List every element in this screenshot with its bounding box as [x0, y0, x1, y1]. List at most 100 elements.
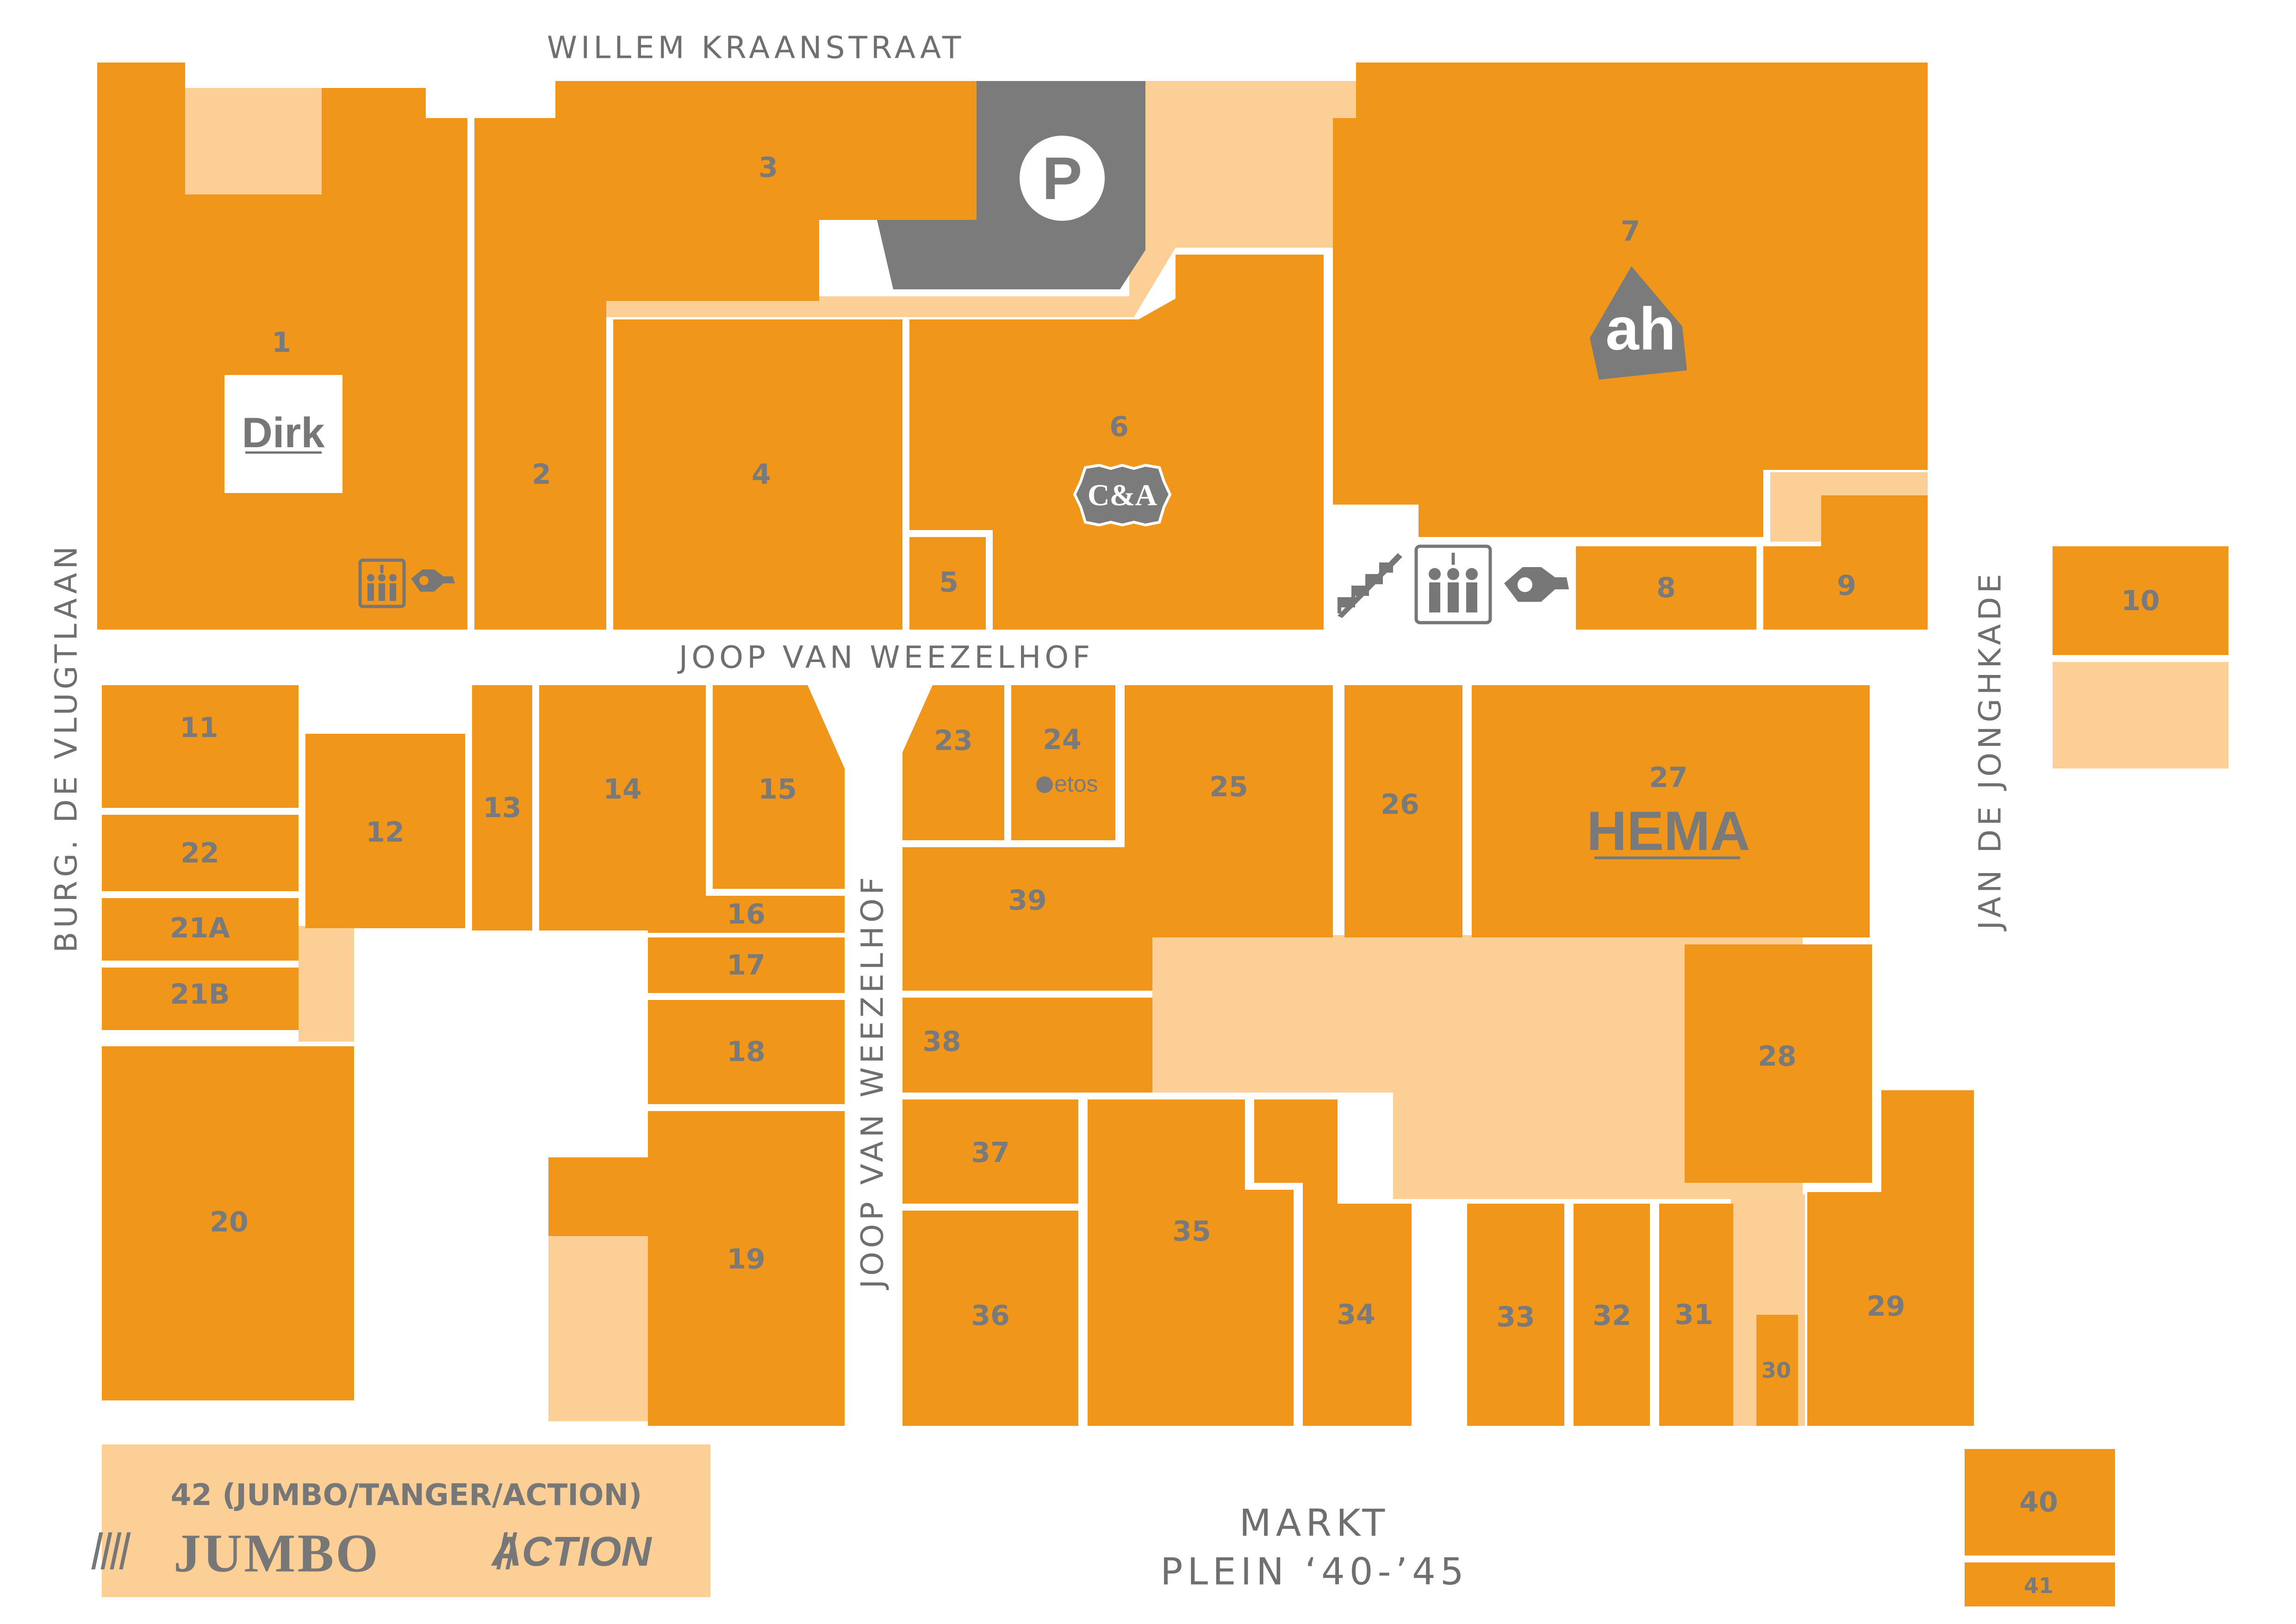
zone-42 — [102, 1444, 710, 1597]
unit-21a[interactable] — [102, 898, 299, 961]
unit-number-28: 28 — [1758, 1040, 1797, 1073]
unit-number-9: 9 — [1837, 569, 1856, 602]
unit-41[interactable] — [1965, 1562, 2115, 1606]
unit-16[interactable] — [648, 896, 845, 933]
dirk-logo: Dirk — [224, 375, 342, 493]
unit-21b[interactable] — [102, 968, 299, 1030]
etos-logo: etos — [1036, 771, 1098, 797]
unit-number-30: 30 — [1761, 1358, 1791, 1383]
unit-number-6: 6 — [1109, 411, 1129, 443]
unit-29[interactable] — [1807, 1090, 1974, 1426]
ah-text: ah — [1605, 295, 1676, 362]
unit-15[interactable] — [713, 685, 845, 889]
hema-text: HEMA — [1587, 800, 1750, 862]
unit-32[interactable] — [1574, 1204, 1650, 1426]
unit-34[interactable] — [1254, 1099, 1412, 1426]
unit-number-15: 15 — [758, 773, 797, 806]
unit-number-36: 36 — [971, 1299, 1010, 1332]
street-joop-van-weezelhof-vertical: JOOP VAN WEEZELHOF — [855, 874, 890, 1290]
unit-number-18: 18 — [727, 1036, 765, 1068]
unit-10[interactable] — [2053, 546, 2228, 655]
zone-42-labels: 42 (JUMBO/TANGER/ACTION) JUMBO ACTION — [91, 1478, 652, 1584]
unit-17[interactable] — [648, 937, 845, 993]
unit-39[interactable] — [902, 847, 1152, 991]
unit-number-21b: 21B — [170, 978, 230, 1011]
unit-40[interactable] — [1965, 1449, 2115, 1555]
unit-26[interactable] — [1344, 685, 1462, 937]
unit-number-5: 5 — [939, 566, 958, 599]
jumbo-logo: JUMBO — [174, 1523, 380, 1584]
unit-5[interactable] — [909, 537, 986, 630]
unit-number-13: 13 — [483, 792, 522, 824]
unit-3[interactable] — [555, 81, 977, 301]
unit-33[interactable] — [1467, 1204, 1564, 1426]
unit-31[interactable] — [1659, 1204, 1733, 1426]
hema-logo: HEMA — [1587, 800, 1750, 862]
unit-23[interactable] — [902, 685, 1004, 840]
unit-number-12: 12 — [366, 816, 404, 849]
unit-27[interactable] — [1472, 685, 1870, 937]
unit-9[interactable] — [1763, 495, 1928, 630]
walkway-unit-10 — [2053, 662, 2228, 768]
unit-22[interactable] — [102, 815, 299, 891]
unit-1[interactable] — [97, 62, 467, 630]
walkway-west — [299, 926, 354, 1042]
unit-30[interactable] — [1756, 1315, 1798, 1426]
parking-label: P — [1042, 144, 1083, 212]
unit-number-29: 29 — [1867, 1290, 1905, 1323]
market-line-2: PLEIN ‘40-’45 — [1160, 1550, 1468, 1593]
escalator-icon-main — [1504, 567, 1569, 602]
action-logo: ACTION — [91, 1529, 652, 1575]
street-willem-kraanstraat: WILLEM KRAANSTRAAT — [547, 30, 965, 66]
unit-number-11: 11 — [180, 712, 218, 744]
unit-35[interactable] — [1088, 1099, 1294, 1426]
street-joop-van-weezelhof: JOOP VAN WEEZELHOF — [677, 640, 1094, 675]
unit-number-14: 14 — [603, 773, 642, 806]
escalator-icon — [411, 569, 455, 592]
unit-38[interactable] — [902, 998, 1152, 1093]
unit-number-32: 32 — [1593, 1299, 1631, 1332]
walkway-central-square — [1152, 926, 1805, 1426]
unit-8[interactable] — [1576, 546, 1756, 630]
unit-number-19: 19 — [727, 1243, 765, 1275]
unit-28[interactable] — [1685, 944, 1872, 1183]
unit-number-31: 31 — [1674, 1299, 1713, 1331]
unit-number-34: 34 — [1337, 1299, 1375, 1331]
unit-number-27: 27 — [1649, 762, 1688, 794]
unit-18[interactable] — [648, 1000, 845, 1104]
parking-area — [877, 81, 1145, 289]
unit-number-37: 37 — [971, 1137, 1010, 1169]
unit-number-3: 3 — [759, 151, 778, 184]
unit-11[interactable] — [102, 685, 299, 808]
unit-number-4: 4 — [752, 458, 771, 491]
unit-13[interactable] — [472, 685, 532, 931]
unit-20[interactable] — [102, 1046, 354, 1400]
unit-4[interactable] — [613, 319, 902, 630]
unit-number-20: 20 — [210, 1206, 249, 1238]
unit-number-21a: 21A — [170, 912, 230, 944]
unit-number-16: 16 — [727, 898, 765, 931]
ca-logo: C&A — [1073, 463, 1172, 527]
unit-14[interactable] — [539, 685, 706, 931]
unit-6[interactable] — [909, 255, 1324, 630]
unit-25[interactable] — [1125, 685, 1333, 937]
dirk-text: Dirk — [242, 409, 325, 456]
east-units — [902, 685, 2115, 1606]
unit-number-17: 17 — [727, 949, 765, 981]
unit-37[interactable] — [902, 1099, 1078, 1204]
unit-12[interactable] — [305, 734, 465, 928]
ah-logo: ah — [1590, 266, 1687, 380]
unit-24[interactable] — [1011, 685, 1115, 840]
unit-19[interactable] — [548, 1111, 845, 1426]
action-text: ACTION — [491, 1529, 653, 1575]
unit-number-35: 35 — [1172, 1215, 1211, 1248]
unit-number-23: 23 — [934, 725, 973, 757]
ca-text: C&A — [1088, 479, 1157, 512]
parking-icon: P — [1020, 136, 1105, 221]
unit-number-38: 38 — [922, 1025, 961, 1058]
walkway-north-west — [185, 88, 322, 194]
zone-42-label: 42 (JUMBO/TANGER/ACTION) — [171, 1478, 642, 1512]
unit-36[interactable] — [902, 1211, 1078, 1426]
market-line-1: MARKT — [1239, 1502, 1389, 1545]
